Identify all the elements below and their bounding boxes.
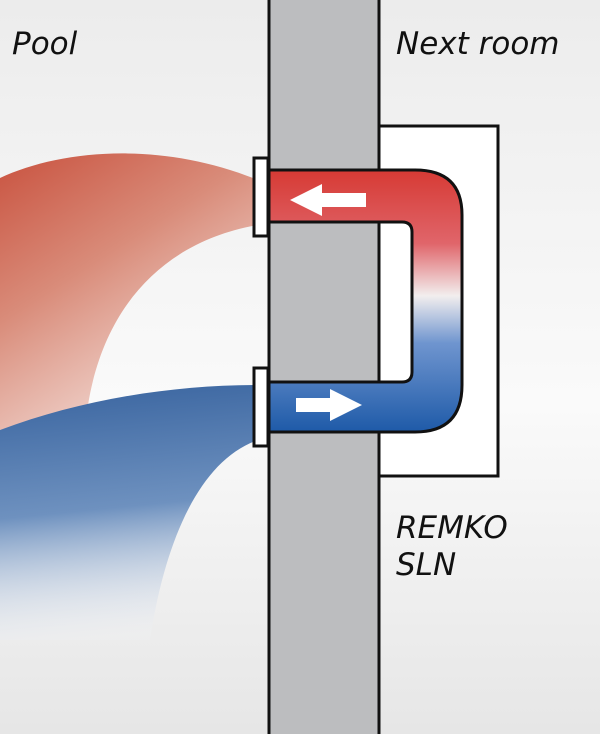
device-label: REMKO SLN: [396, 510, 508, 584]
air-duct: [267, 168, 464, 434]
wall: [267, 0, 381, 734]
arrow-right-icon: [296, 389, 362, 421]
device-label-line2: SLN: [396, 547, 457, 584]
upper-grille: [252, 156, 270, 238]
cool-air-flow: [0, 385, 258, 640]
next-room-label: Next room: [396, 26, 560, 62]
lower-grille: [252, 366, 270, 448]
pool-label: Pool: [12, 26, 78, 62]
device-label-line1: REMKO: [396, 510, 508, 546]
warm-air-flow: [0, 153, 258, 430]
arrow-left-icon: [290, 184, 366, 216]
